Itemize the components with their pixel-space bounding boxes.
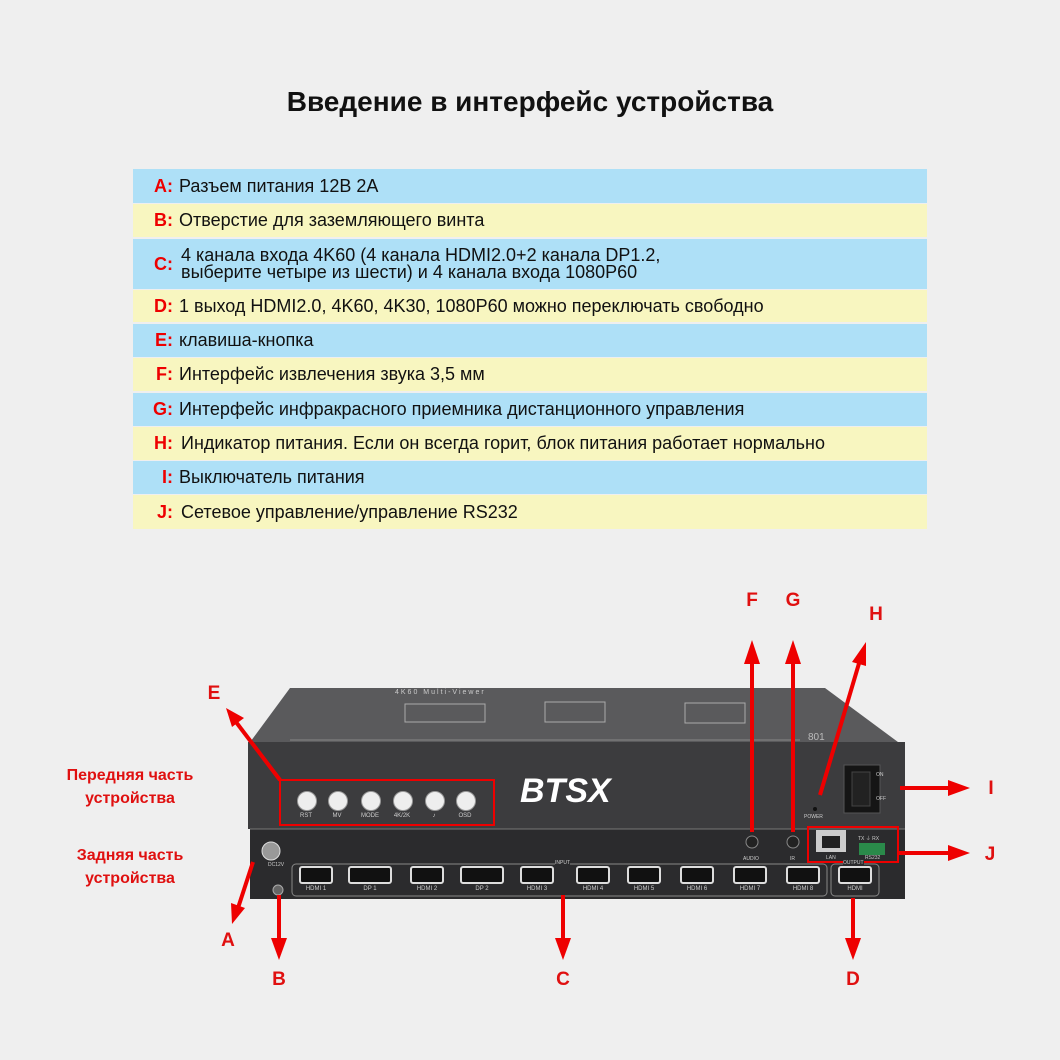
key: F: bbox=[156, 364, 173, 384]
mode-button[interactable] bbox=[361, 791, 381, 811]
text: 1 выход HDMI2.0, 4K60, 4K30, 1080P60 мож… bbox=[179, 295, 764, 316]
key: A: bbox=[154, 175, 173, 196]
front-label: Передняя часть устройства bbox=[40, 764, 220, 810]
output-label: OUTPUT bbox=[843, 860, 864, 866]
callout-f: F bbox=[746, 590, 758, 611]
row-c: C: 4 канала входа 4K60 (4 канала HDMI2.0+… bbox=[133, 239, 927, 289]
port-label: DP 2 bbox=[475, 886, 489, 892]
port bbox=[838, 866, 872, 884]
row-d: D: 1 выход HDMI2.0, 4K60, 4K30, 1080P60 м… bbox=[133, 290, 927, 322]
key: D: bbox=[154, 295, 173, 316]
text: Индикатор питания. Если он всегда горит,… bbox=[181, 433, 825, 453]
key: G: bbox=[153, 399, 173, 419]
port bbox=[786, 866, 820, 884]
key: C: bbox=[154, 253, 173, 274]
row-h: H: Индикатор питания. Если он всегда гори… bbox=[133, 427, 927, 460]
osd-button[interactable] bbox=[456, 791, 476, 811]
callout-b: B bbox=[272, 969, 286, 990]
front-label-1: Передняя часть bbox=[66, 767, 194, 784]
key: B: bbox=[154, 210, 173, 230]
input-label: INPUT bbox=[555, 860, 570, 866]
row-e: E: клавиша-кнопка bbox=[133, 324, 927, 357]
port-label: HDMI 6 bbox=[686, 886, 708, 892]
callout-a: A bbox=[221, 930, 235, 951]
mv-button[interactable] bbox=[328, 791, 348, 811]
callout-g: G bbox=[785, 590, 801, 611]
port-label: HDMI 2 bbox=[416, 886, 438, 892]
port-label: HDMI 5 bbox=[633, 886, 655, 892]
button-label: ♪ bbox=[432, 813, 436, 819]
text: 4 канала входа 4K60 (4 канала HDMI2.0+2 … bbox=[181, 245, 661, 265]
switch-off-label: OFF bbox=[876, 796, 886, 802]
text: клавиша-кнопка bbox=[179, 330, 314, 350]
front-label-2: устройства bbox=[85, 790, 175, 807]
audio-button[interactable] bbox=[425, 791, 445, 811]
switch-on-label: ON bbox=[876, 772, 884, 778]
callout-e: E bbox=[207, 683, 221, 704]
row-f: F: Интерфейс извлечения звука 3,5 мм bbox=[133, 358, 927, 391]
port-label: HDMI 3 bbox=[526, 886, 548, 892]
logo: BTSX bbox=[520, 772, 611, 810]
callout-j: J bbox=[984, 844, 996, 865]
row-j: J: Сетевое управление/управление RS232 bbox=[133, 495, 927, 529]
rst-button[interactable] bbox=[297, 791, 317, 811]
row-i: I: Выключатель питания bbox=[133, 461, 927, 494]
callout-c: C bbox=[556, 969, 570, 990]
4k2k-button[interactable] bbox=[393, 791, 413, 811]
key: H: bbox=[154, 433, 173, 453]
button-label: MV bbox=[332, 813, 342, 819]
rs232-label: RS232 bbox=[865, 855, 881, 861]
button-label: MODE bbox=[361, 813, 379, 819]
port-label: HDMI 8 bbox=[792, 886, 814, 892]
port bbox=[520, 866, 554, 884]
text: Выключатель питания bbox=[179, 467, 365, 487]
port bbox=[627, 866, 661, 884]
text-2: выберите четыре из шести) и 4 канала вхо… bbox=[181, 262, 638, 282]
text: Отверстие для заземляющего винта bbox=[179, 210, 485, 230]
audio-label: AUDIO bbox=[743, 856, 759, 862]
ir-label: IR bbox=[790, 856, 795, 862]
port-label: HDMI bbox=[847, 886, 863, 892]
port bbox=[410, 866, 444, 884]
port-label: HDMI 7 bbox=[739, 886, 761, 892]
port bbox=[733, 866, 767, 884]
button-label: OSD bbox=[458, 813, 472, 819]
port bbox=[576, 866, 610, 884]
callout-h: H bbox=[869, 604, 883, 625]
port-label: DP 1 bbox=[363, 886, 377, 892]
port-label: HDMI 1 bbox=[305, 886, 327, 892]
text: Сетевое управление/управление RS232 bbox=[181, 501, 518, 522]
callout-d: D bbox=[846, 969, 860, 990]
lan-label: LAN bbox=[826, 855, 836, 861]
button-label: RST bbox=[300, 813, 312, 819]
key: E: bbox=[155, 330, 173, 350]
key: I: bbox=[162, 467, 173, 487]
port bbox=[348, 866, 392, 884]
row-a: A: Разъем питания 12В 2А bbox=[133, 169, 927, 203]
port bbox=[680, 866, 714, 884]
dc-label: DC12V bbox=[268, 862, 285, 868]
rear-label-2: устройства bbox=[85, 870, 175, 887]
key: J: bbox=[156, 501, 173, 522]
port bbox=[460, 866, 504, 884]
row-g: G: Интерфейс инфракрасного приемника дист… bbox=[133, 393, 927, 426]
model: 801 bbox=[808, 732, 825, 743]
text: Интерфейс инфракрасного приемника дистан… bbox=[179, 399, 745, 419]
page-title: Введение в интерфейс устройства bbox=[286, 86, 774, 117]
button-label: 4K/2K bbox=[393, 813, 411, 819]
port bbox=[299, 866, 333, 884]
power-label: POWER bbox=[804, 814, 823, 820]
top-text: 4K60 Multi-Viewer bbox=[395, 689, 486, 696]
text: Разъем питания 12В 2А bbox=[179, 175, 379, 196]
callout-i: I bbox=[988, 778, 994, 799]
row-b: B: Отверстие для заземляющего винта bbox=[133, 204, 927, 237]
rear-label: Задняя часть устройства bbox=[40, 844, 220, 890]
rear-label-1: Задняя часть bbox=[76, 847, 184, 864]
text: Интерфейс извлечения звука 3,5 мм bbox=[179, 364, 485, 384]
txrx-label: TX ⏚ RX bbox=[858, 836, 880, 842]
port-label: HDMI 4 bbox=[582, 886, 604, 892]
